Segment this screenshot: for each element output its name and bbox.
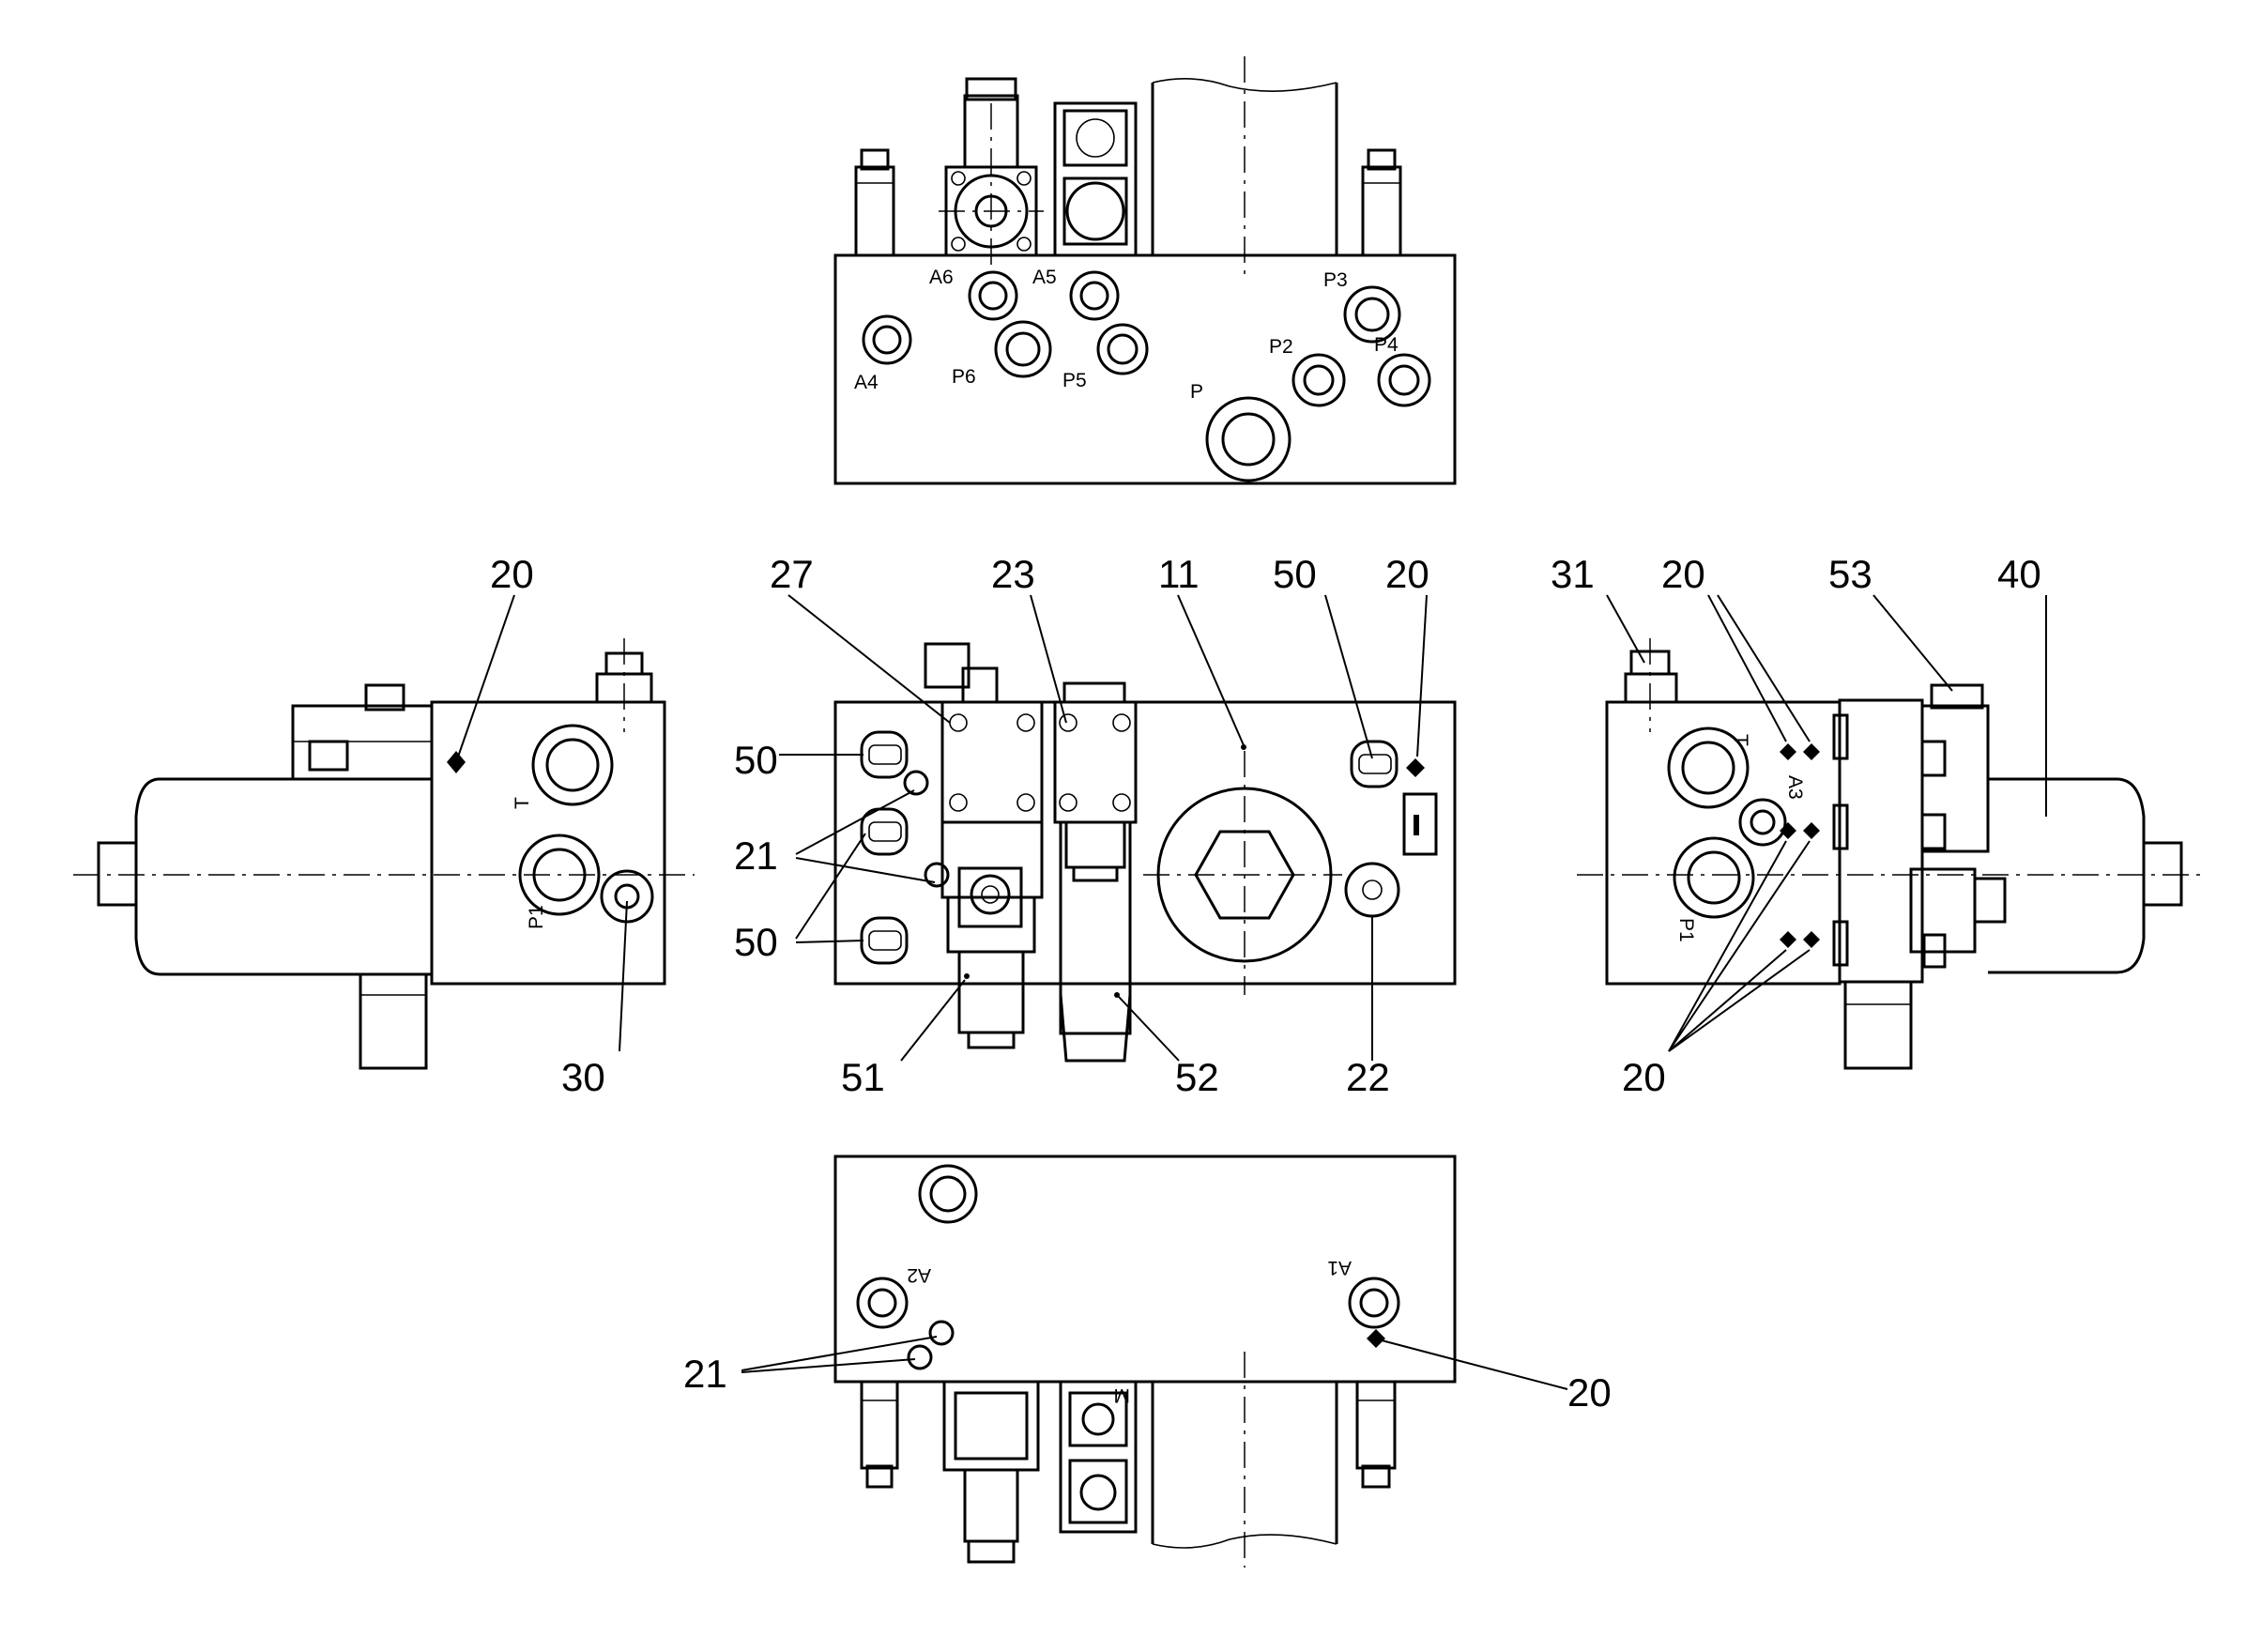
callout-21-bottom: 21 bbox=[683, 1352, 727, 1396]
left-view: T P1 bbox=[73, 594, 695, 1070]
callout-50-b: 50 bbox=[734, 920, 778, 964]
port-label-p2: P2 bbox=[1269, 336, 1293, 358]
callout-51: 51 bbox=[841, 1055, 885, 1099]
callout-20-right-bottom: 20 bbox=[1622, 1055, 1666, 1099]
callout-21-center: 21 bbox=[734, 834, 778, 878]
bottom-port-label-m: M bbox=[1114, 1384, 1131, 1406]
callout-20-bottom: 20 bbox=[1567, 1370, 1612, 1415]
marker-dot bbox=[447, 751, 466, 773]
port-label-p3: P3 bbox=[1323, 269, 1348, 291]
bottom-port-label-a2: A2 bbox=[907, 1264, 931, 1286]
port-label-p5: P5 bbox=[1062, 370, 1087, 391]
callout-11: 11 bbox=[1158, 552, 1200, 596]
right-port-label-a3: A3 bbox=[1784, 775, 1806, 800]
callout-31: 31 bbox=[1551, 552, 1595, 596]
callout-20-left: 20 bbox=[490, 552, 534, 596]
callout-labels: 20 30 27 23 11 50 20 50 21 50 51 52 22 3… bbox=[490, 552, 2041, 1415]
callout-53: 53 bbox=[1828, 552, 1872, 596]
callout-27: 27 bbox=[770, 552, 814, 596]
callout-52: 52 bbox=[1175, 1055, 1219, 1099]
center-view bbox=[779, 594, 1457, 1063]
right-view: T A3 P1 bbox=[1577, 594, 2206, 1070]
callout-30: 30 bbox=[561, 1055, 605, 1099]
port-label-p: P bbox=[1190, 381, 1203, 403]
left-port-label-t: T bbox=[512, 797, 533, 809]
port-label-a6: A6 bbox=[929, 267, 954, 288]
port-label-a4: A4 bbox=[854, 372, 879, 393]
callout-23: 23 bbox=[991, 552, 1035, 596]
callout-40: 40 bbox=[1997, 552, 2041, 596]
port-label-a5: A5 bbox=[1032, 267, 1057, 288]
callout-50-center: 50 bbox=[1273, 552, 1317, 596]
top-view: A6 A5 A4 P6 P5 P P3 P2 P4 bbox=[833, 56, 1457, 485]
callout-22: 22 bbox=[1346, 1055, 1390, 1099]
bottom-port-label-a1: A1 bbox=[1327, 1257, 1352, 1278]
callout-20-right-top: 20 bbox=[1661, 552, 1705, 596]
top-ports bbox=[862, 270, 1431, 482]
left-port-label-p1: P1 bbox=[526, 905, 547, 929]
right-port-label-p1: P1 bbox=[1675, 918, 1697, 942]
bottom-view: A2 A1 M bbox=[741, 1155, 1568, 1568]
right-port-label-t: T bbox=[1730, 734, 1751, 746]
callout-20-center: 20 bbox=[1385, 552, 1429, 596]
callout-50-a: 50 bbox=[734, 738, 778, 782]
port-label-p4: P4 bbox=[1374, 334, 1398, 356]
port-label-p6: P6 bbox=[952, 366, 976, 388]
